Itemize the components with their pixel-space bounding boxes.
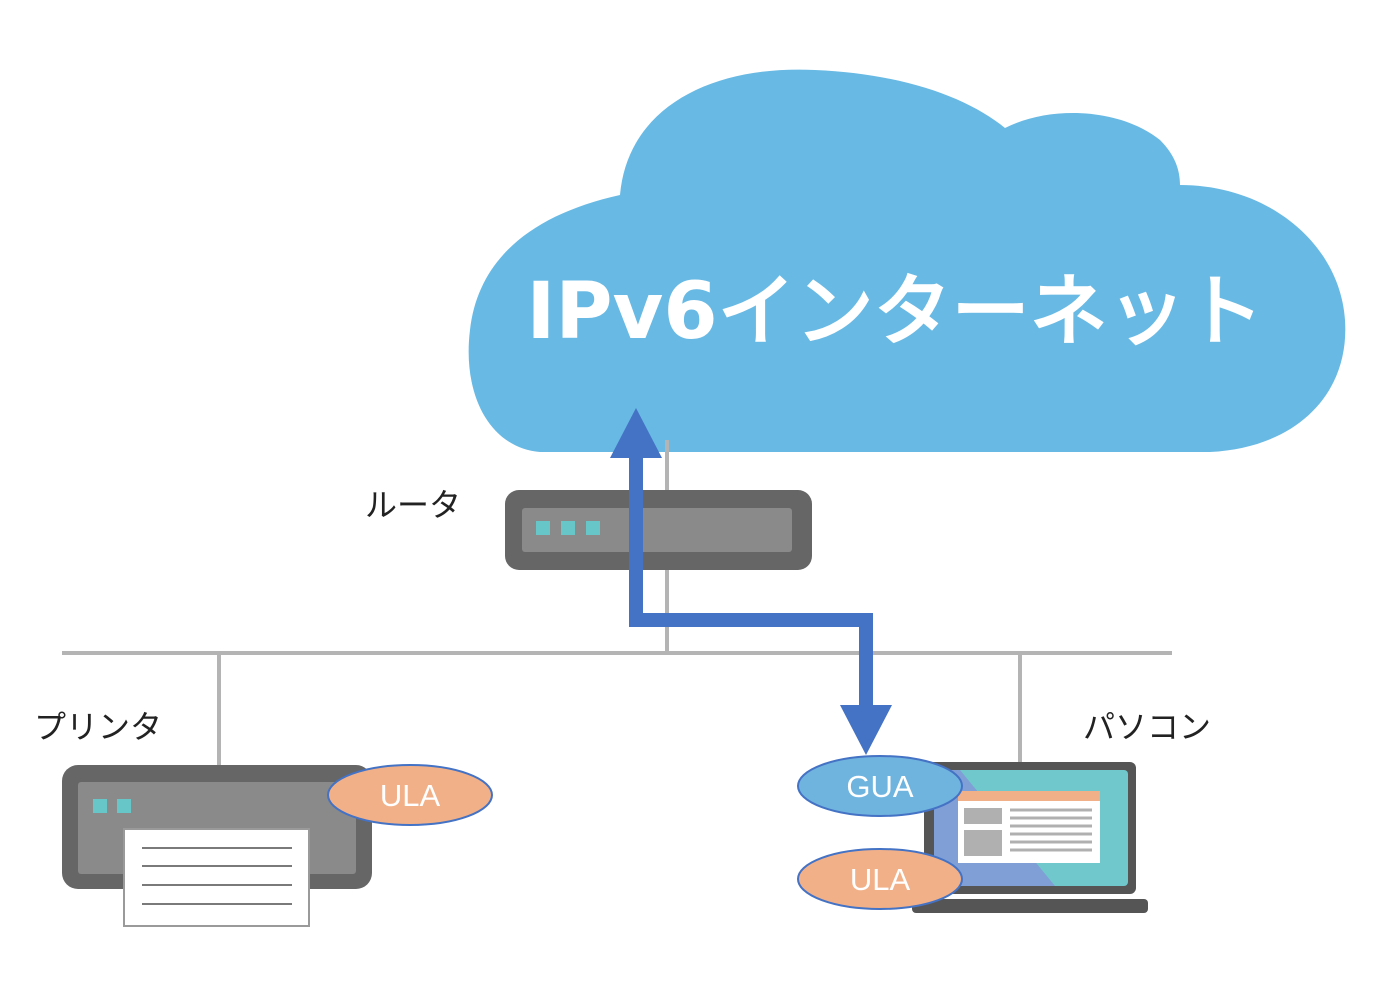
printer-paper [123,828,310,927]
arrow-head-down [840,705,892,755]
pc-gua-badge: GUA [797,755,963,817]
pc-gua-badge-label: GUA [846,769,914,804]
printer [62,765,372,927]
laptop-window [958,791,1100,863]
printer-ula-badge: ULA [327,764,493,826]
printer-label: プリンタ [34,708,162,746]
pc-laptop [912,762,1148,913]
router-led [536,521,550,535]
arrow-head-up [610,408,662,458]
router [505,490,812,570]
router-label: ルータ [365,486,461,524]
printer-ula-badge-label: ULA [380,778,441,813]
gua-route-arrow [610,408,892,755]
pc-label: パソコン [1083,708,1211,746]
pc-ula-badge-label: ULA [850,862,911,897]
printer-led [117,799,131,813]
pc-ula-badge: ULA [797,848,963,910]
network-lines [62,440,1172,770]
internet-cloud: IPv6インターネット [468,69,1346,452]
printer-led [93,799,107,813]
router-led [561,521,575,535]
cloud-title: IPv6インターネット [526,267,1263,357]
laptop-base [912,899,1148,913]
router-led [586,521,600,535]
